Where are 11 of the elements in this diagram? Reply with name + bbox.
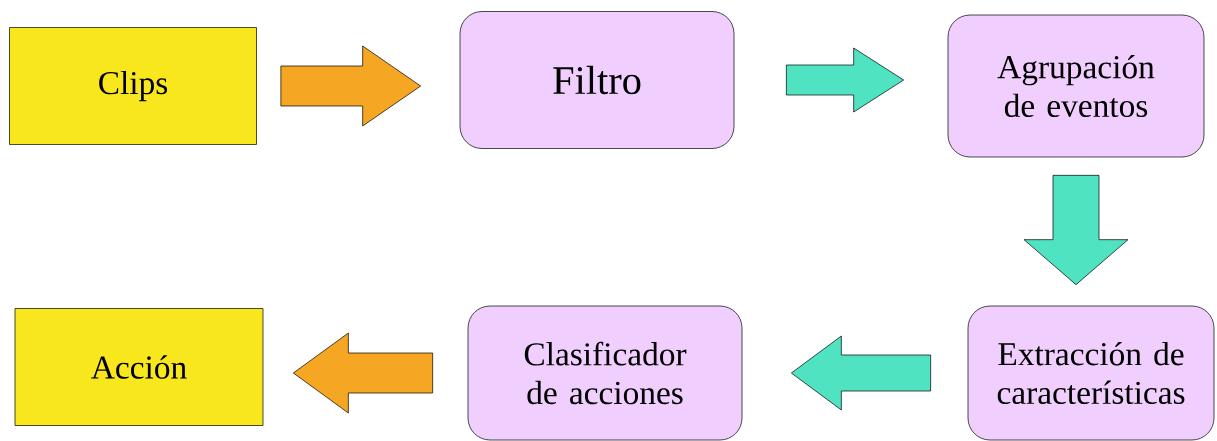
process-box: Filtro — [459, 11, 735, 149]
process-box: Agrupación de eventos — [947, 14, 1205, 158]
block-arrow — [786, 47, 904, 113]
input-box: Acción — [14, 308, 264, 426]
block-arrow — [280, 45, 421, 127]
input-box: Clips — [9, 27, 257, 145]
process-box: Clasificador de acciones — [467, 305, 743, 441]
block-arrow — [1023, 175, 1129, 285]
process-box: Extracción de características — [967, 305, 1215, 441]
block-arrow — [791, 335, 931, 411]
block-arrow — [293, 332, 433, 414]
